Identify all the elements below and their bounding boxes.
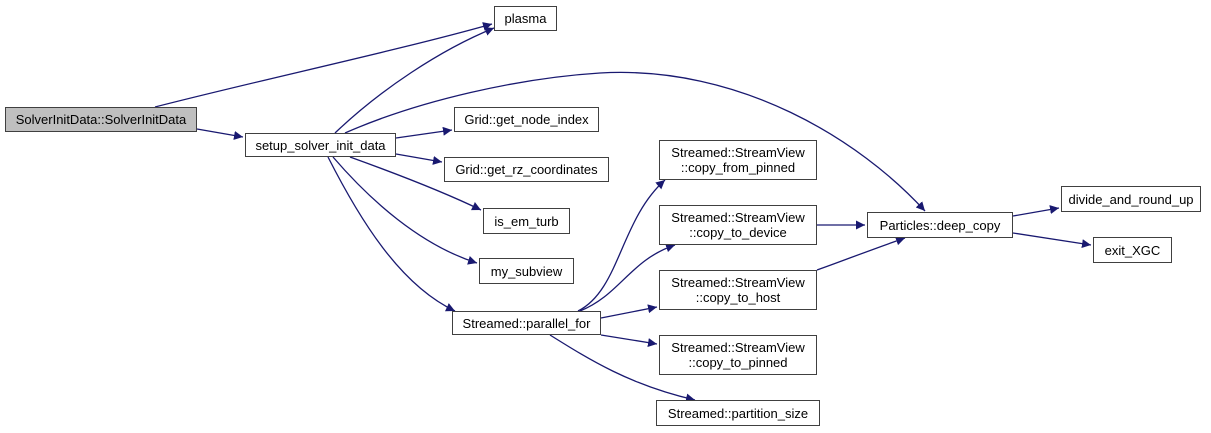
node-to-host[interactable]: Streamed::StreamView::copy_to_host xyxy=(659,270,817,310)
node-partition[interactable]: Streamed::partition_size xyxy=(656,400,820,426)
node-label: ::copy_to_host xyxy=(695,290,781,305)
edge-parallel_for-to-to_host xyxy=(600,304,658,319)
edge-root-to-plasma xyxy=(154,22,493,108)
node-label: is_em_turb xyxy=(494,213,559,229)
node-label: Streamed::StreamView xyxy=(671,275,805,290)
edge-deep_copy-to-divide xyxy=(1012,205,1060,217)
node-plasma[interactable]: plasma xyxy=(494,6,557,31)
node-node-index[interactable]: Grid::get_node_index xyxy=(454,107,599,132)
edge-parallel_for-to-partition xyxy=(549,334,696,403)
node-label: Streamed::parallel_for xyxy=(462,315,591,331)
node-label: Streamed::StreamView xyxy=(671,340,805,355)
edge-setup-to-plasma xyxy=(334,27,495,134)
edge-setup-to-em_turb xyxy=(349,156,482,211)
node-to-device[interactable]: Streamed::StreamView::copy_to_device xyxy=(659,205,817,245)
edge-setup-to-node_index xyxy=(395,126,453,139)
node-subview[interactable]: my_subview xyxy=(479,258,574,284)
edge-setup-to-parallel_for xyxy=(327,156,456,312)
node-label: ::copy_to_device xyxy=(689,225,787,240)
node-label: Grid::get_node_index xyxy=(464,112,589,127)
node-root: SolverInitData::SolverInitData xyxy=(5,107,197,132)
node-rz-coords[interactable]: Grid::get_rz_coordinates xyxy=(444,157,609,182)
edge-setup-to-rz_coords xyxy=(395,153,443,165)
node-label: exit_XGC xyxy=(1104,242,1161,258)
node-deep-copy[interactable]: Particles::deep_copy xyxy=(867,212,1013,238)
edge-setup-to-subview xyxy=(332,156,478,265)
node-label: Streamed::StreamView xyxy=(671,145,805,160)
node-divide[interactable]: divide_and_round_up xyxy=(1061,186,1201,212)
node-label: ::copy_from_pinned xyxy=(680,160,796,175)
node-to-pinned[interactable]: Streamed::StreamView::copy_to_pinned xyxy=(659,335,817,375)
node-label: ::copy_to_pinned xyxy=(688,355,788,370)
node-label: setup_solver_init_data xyxy=(255,137,386,153)
edge-parallel_for-to-from_pinned xyxy=(577,179,666,312)
node-label: my_subview xyxy=(490,263,563,279)
edge-root-to-setup xyxy=(196,128,244,140)
node-label: SolverInitData::SolverInitData xyxy=(15,112,187,127)
edge-deep_copy-to-exit xyxy=(1012,232,1092,249)
edge-setup-to-deep_copy xyxy=(344,71,926,212)
node-label: Streamed::StreamView xyxy=(671,210,805,225)
node-from-pinned[interactable]: Streamed::StreamView::copy_from_pinned xyxy=(659,140,817,180)
node-label: divide_and_round_up xyxy=(1068,191,1194,207)
node-label: Grid::get_rz_coordinates xyxy=(455,162,598,177)
edge-parallel_for-to-to_pinned xyxy=(600,334,658,348)
node-setup[interactable]: setup_solver_init_data xyxy=(245,133,396,157)
node-parallel-for[interactable]: Streamed::parallel_for xyxy=(452,311,601,335)
node-label: plasma xyxy=(504,11,547,26)
edge-to_host-to-deep_copy xyxy=(816,236,906,271)
node-em-turb[interactable]: is_em_turb xyxy=(483,208,570,234)
node-label: Streamed::partition_size xyxy=(667,405,809,421)
node-exit[interactable]: exit_XGC xyxy=(1093,237,1172,263)
edge-parallel_for-to-to_device xyxy=(579,243,676,312)
node-label: Particles::deep_copy xyxy=(879,217,1001,233)
